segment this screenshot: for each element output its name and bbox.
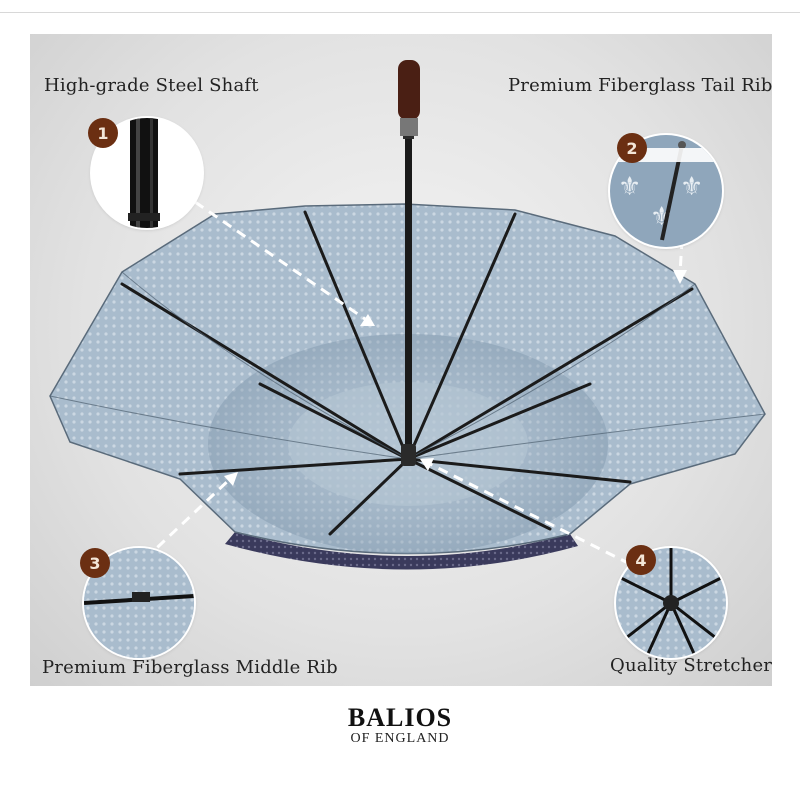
label-stretcher: Quality Stretcher — [610, 655, 773, 676]
shaft — [405, 129, 412, 459]
badge-4: 4 — [626, 545, 656, 575]
badge-3: 3 — [80, 548, 110, 578]
canopy-edge-band — [225, 532, 578, 570]
top-divider — [0, 12, 800, 13]
umbrella-ribs — [120, 210, 694, 536]
brand-tagline: OF ENGLAND — [350, 731, 450, 746]
label-tail-rib: Premium Fiberglass Tail Rib — [508, 75, 773, 96]
handle — [398, 60, 420, 120]
callout-arrows — [143, 200, 687, 566]
umbrella-illustration — [49, 60, 766, 570]
svg-text:⚜: ⚜ — [618, 172, 641, 202]
svg-text:⚜: ⚜ — [680, 172, 703, 202]
brand-name: BALIOS — [347, 703, 453, 732]
label-steel-shaft: High-grade Steel Shaft — [44, 75, 259, 96]
label-middle-rib: Premium Fiberglass Middle Rib — [42, 657, 338, 678]
badge-2: 2 — [617, 133, 647, 163]
badge-1: 1 — [88, 118, 118, 148]
